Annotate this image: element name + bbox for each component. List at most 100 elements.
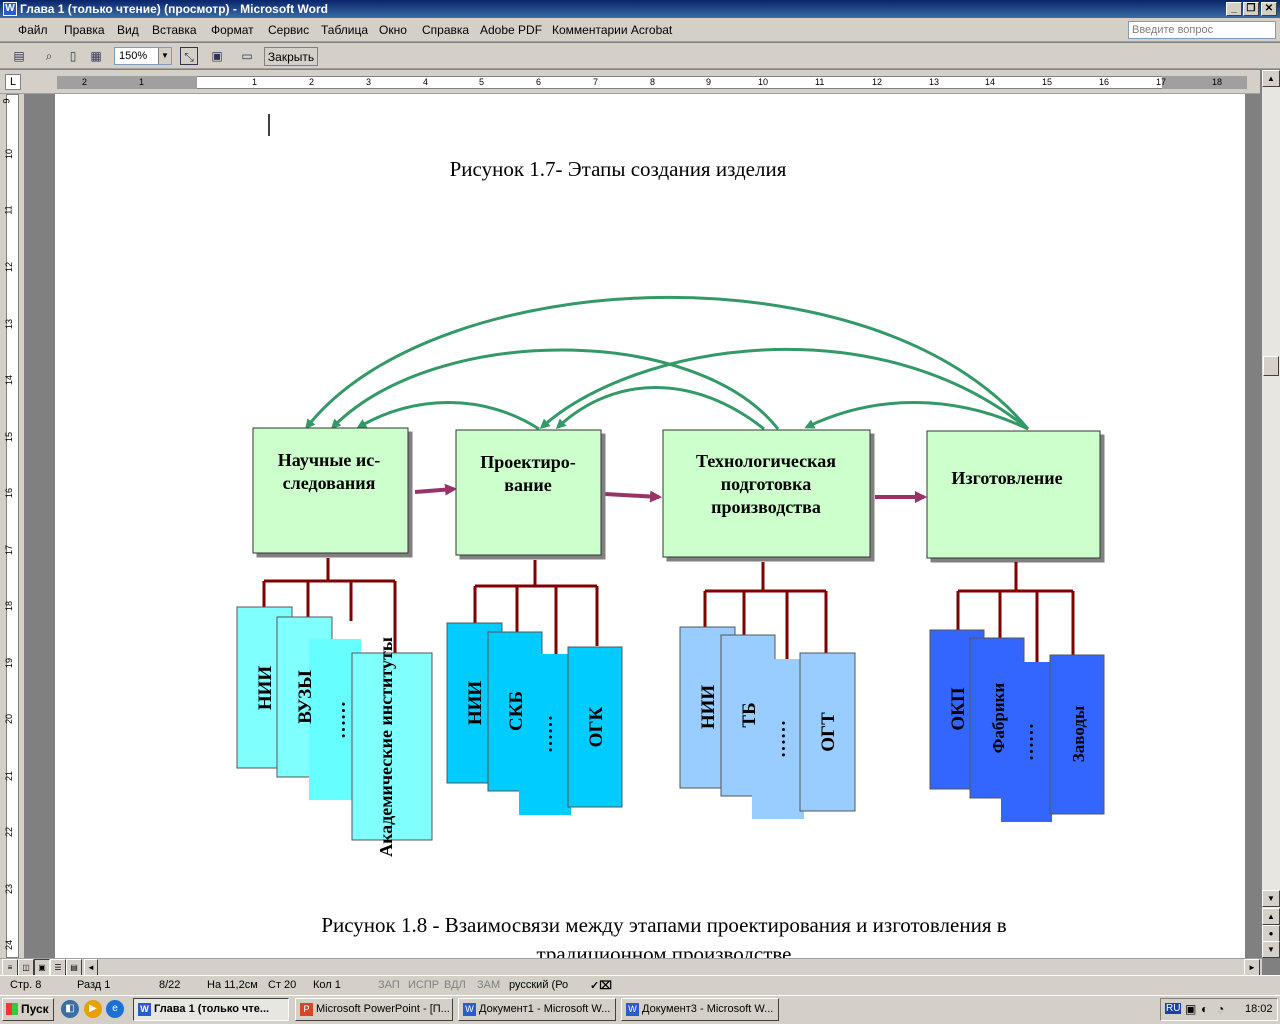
card-ellipsis-3[interactable] bbox=[752, 659, 804, 819]
start-button[interactable]: Пуск bbox=[2, 998, 54, 1021]
ruler-number: 14 bbox=[4, 374, 15, 386]
menu-table[interactable]: Таблица bbox=[321, 23, 369, 37]
reading-view-icon[interactable]: ▤ bbox=[66, 959, 82, 976]
status-track[interactable]: ИСПР bbox=[408, 979, 440, 991]
media-player-icon[interactable]: ▶ bbox=[84, 1000, 102, 1018]
stage-label: вание bbox=[504, 475, 551, 495]
ruler-number: 3 bbox=[366, 77, 372, 87]
card-academic-institutes[interactable] bbox=[351, 652, 433, 841]
menu-edit[interactable]: Правка bbox=[64, 23, 105, 37]
spelling-check-icon[interactable]: ✓⌧ bbox=[590, 980, 612, 992]
outline-view-icon[interactable]: ☰ bbox=[50, 959, 66, 976]
stage-box-design[interactable] bbox=[455, 429, 602, 556]
menu-window[interactable]: Окно bbox=[379, 23, 407, 37]
card-ogt[interactable] bbox=[799, 652, 856, 812]
tray-app-icon[interactable]: ◔ bbox=[1217, 1002, 1225, 1016]
status-record[interactable]: ЗАП bbox=[378, 979, 400, 991]
window-title: Глава 1 (только чтение) (просмотр) - Mic… bbox=[20, 2, 328, 16]
stage-box-manufacturing[interactable] bbox=[926, 430, 1101, 559]
menu-tools[interactable]: Сервис bbox=[268, 23, 310, 37]
status-pages: 8/22 bbox=[159, 979, 181, 991]
stage-label: Научные ис- bbox=[278, 450, 381, 470]
ruler-number: 15 bbox=[1042, 77, 1053, 87]
menu-acrobat-comments[interactable]: Комментарии Acrobat bbox=[552, 23, 673, 37]
help-question-input[interactable]: Введите вопрос bbox=[1128, 21, 1276, 39]
language-indicator[interactable]: RU bbox=[1165, 1003, 1182, 1014]
horizontal-scrollbar[interactable]: ≡ ◫ ▣ ☰ ▤ ◄ ► bbox=[0, 958, 1262, 976]
chevron-down-icon[interactable]: ▼ bbox=[158, 48, 171, 64]
web-view-icon[interactable]: ◫ bbox=[18, 959, 34, 976]
card-ellipsis-4[interactable] bbox=[1001, 662, 1052, 822]
print-layout-icon[interactable]: ▣ bbox=[34, 959, 50, 976]
card-ogk[interactable] bbox=[567, 646, 623, 808]
next-page-icon[interactable]: ▼ bbox=[1262, 941, 1280, 958]
menu-insert[interactable]: Вставка bbox=[152, 23, 197, 37]
one-page-icon[interactable]: ▯ bbox=[69, 49, 77, 63]
menu-format[interactable]: Формат bbox=[211, 23, 254, 37]
scroll-thumb[interactable] bbox=[1263, 356, 1279, 376]
multiple-pages-icon[interactable]: ▦ bbox=[90, 49, 102, 63]
horizontal-ruler[interactable]: 2 1 1 2 3 4 5 6 7 8 9 10 11 12 13 14 15 … bbox=[0, 70, 1260, 94]
normal-view-icon[interactable]: ≡ bbox=[2, 959, 18, 976]
menu-view[interactable]: Вид bbox=[117, 23, 139, 37]
card-label: ТБ bbox=[739, 702, 760, 727]
arc-techprep-to-design bbox=[555, 386, 765, 431]
caption-figure-1-8-line2: традиционном производстве bbox=[536, 942, 791, 958]
stage-label: производства bbox=[711, 497, 821, 517]
stage-box-research[interactable] bbox=[252, 427, 409, 554]
prev-page-icon[interactable]: ▲ bbox=[1262, 908, 1280, 925]
vertical-scrollbar[interactable]: ▲ ▼ ▲ ● ▼ bbox=[1262, 70, 1280, 958]
menu-bar: Файл Правка Вид Вставка Формат Сервис Та… bbox=[0, 18, 1280, 42]
close-preview-button[interactable]: Закрыть bbox=[264, 47, 318, 66]
magnifier-icon[interactable]: ⌕ bbox=[45, 49, 53, 63]
card-ellipsis-2[interactable] bbox=[519, 654, 571, 815]
restore-button[interactable]: ❐ bbox=[1243, 2, 1259, 16]
tab-selector[interactable]: L bbox=[5, 74, 21, 90]
card-label: …… bbox=[1017, 723, 1038, 761]
menu-help[interactable]: Справка bbox=[422, 23, 470, 37]
status-bar: Стр. 8 Разд 1 8/22 На 11,2см Ст 20 Кол 1… bbox=[0, 975, 1280, 995]
ruler-number: 18 bbox=[4, 600, 15, 612]
system-tray: RU ▣ ◐ ◔ 18:02 bbox=[1160, 998, 1278, 1021]
network-icon[interactable]: ▣ bbox=[1185, 1002, 1197, 1016]
document-area[interactable]: Рисунок 1.7- Этапы создания изделия bbox=[24, 94, 1262, 958]
view-ruler-icon[interactable]: ▣ bbox=[211, 49, 223, 63]
full-screen-icon[interactable]: ▭ bbox=[241, 49, 253, 63]
hierarchy-lines bbox=[262, 558, 1075, 662]
stage-label: Изготовление bbox=[951, 468, 1062, 488]
shrink-to-fit-icon[interactable]: ⤡ bbox=[180, 47, 198, 65]
browse-object-icon[interactable]: ● bbox=[1262, 925, 1280, 942]
status-overtype[interactable]: ЗАМ bbox=[477, 979, 501, 991]
menu-adobe-pdf[interactable]: Adobe PDF bbox=[480, 23, 543, 37]
scroll-up-icon[interactable]: ▲ bbox=[1262, 70, 1280, 87]
org-cards bbox=[236, 606, 1105, 841]
print-icon[interactable]: ▤ bbox=[13, 49, 25, 63]
start-label: Пуск bbox=[21, 1002, 49, 1016]
document-page[interactable]: Рисунок 1.7- Этапы создания изделия bbox=[55, 94, 1245, 958]
stage-box-techprep[interactable] bbox=[662, 429, 871, 558]
ruler-number: 17 bbox=[4, 544, 15, 556]
status-extend[interactable]: ВДЛ bbox=[444, 979, 466, 991]
menu-file[interactable]: Файл bbox=[18, 23, 48, 37]
card-plants[interactable] bbox=[1049, 654, 1105, 815]
show-desktop-icon[interactable]: ◧ bbox=[61, 1000, 79, 1018]
ruler-number: 13 bbox=[929, 77, 940, 87]
minimize-button[interactable]: _ bbox=[1226, 2, 1242, 16]
status-page: Стр. 8 bbox=[10, 979, 42, 991]
word-app-icon[interactable]: W bbox=[3, 2, 17, 16]
internet-explorer-icon[interactable]: e bbox=[106, 1000, 124, 1018]
close-window-button[interactable]: ✕ bbox=[1261, 2, 1277, 16]
vertical-ruler[interactable]: 9 10 11 12 13 14 15 16 17 18 19 20 21 22… bbox=[0, 94, 24, 958]
ruler-number: 10 bbox=[4, 148, 15, 160]
arc-manufacturing-to-design bbox=[539, 347, 1029, 431]
scroll-left-icon[interactable]: ◄ bbox=[84, 959, 98, 976]
task-label: Глава 1 (только чте... bbox=[154, 1003, 270, 1015]
volume-icon[interactable]: ◐ bbox=[1201, 1002, 1209, 1016]
zoom-select[interactable]: 150% bbox=[114, 47, 172, 65]
scroll-right-icon[interactable]: ► bbox=[1244, 959, 1260, 976]
scroll-down-icon[interactable]: ▼ bbox=[1262, 890, 1280, 907]
